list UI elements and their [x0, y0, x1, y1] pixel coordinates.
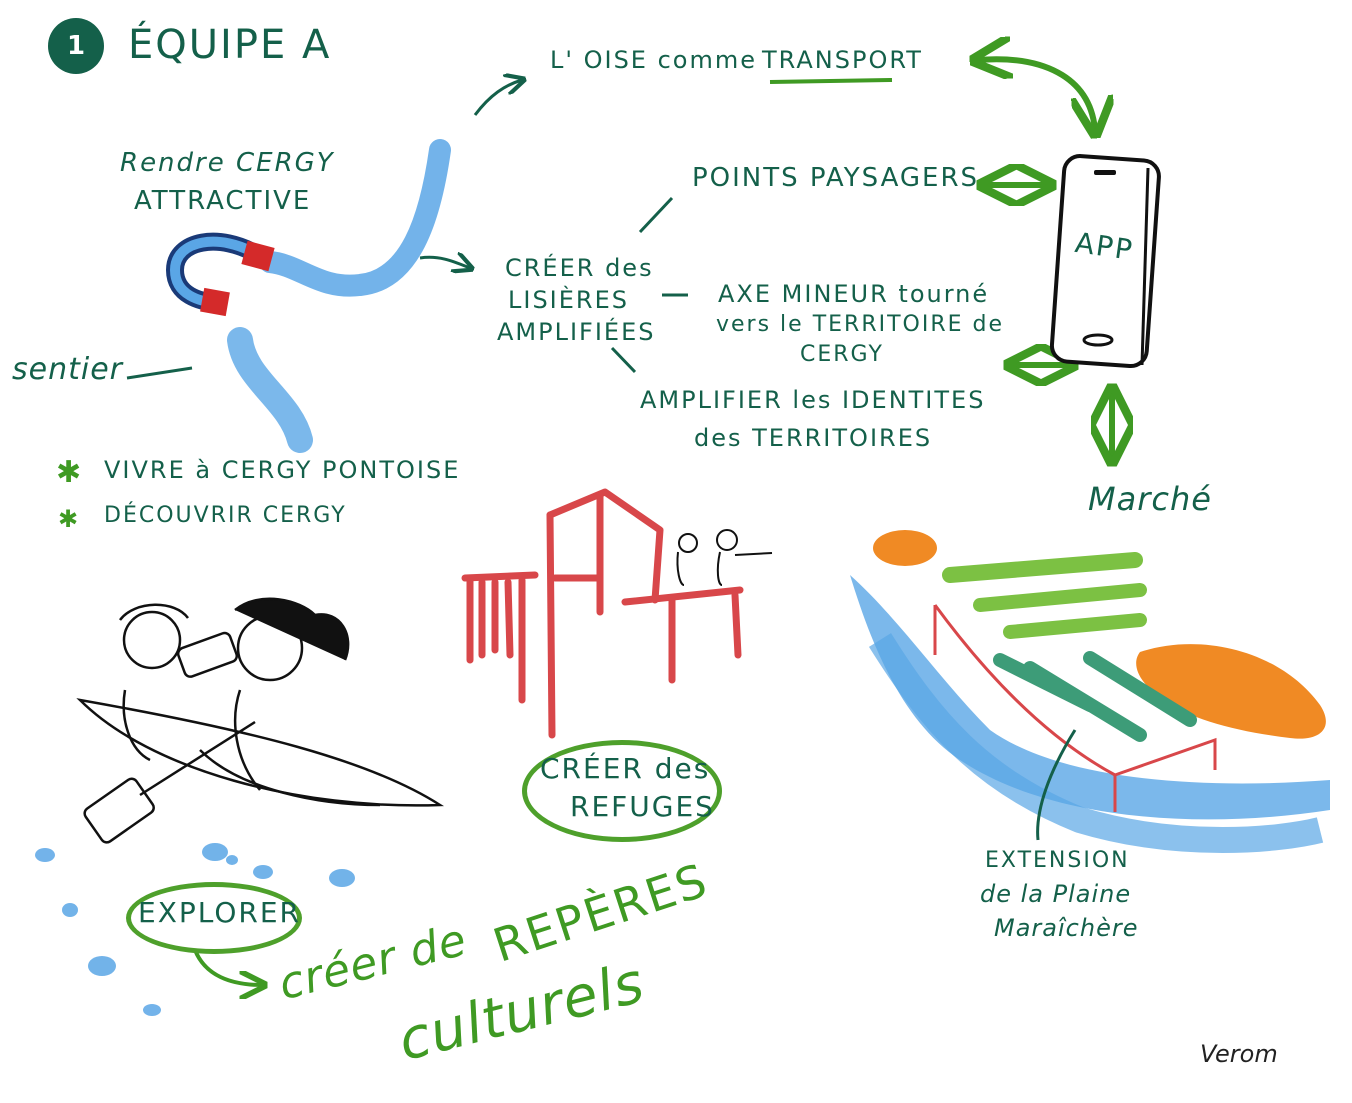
identities-line-1: AMPLIFIER les IDENTITES [640, 386, 986, 414]
plaine-line-2: de la Plaine [980, 880, 1132, 908]
refuges-line-2: REFUGES [570, 790, 715, 823]
hub-line-2: LISIÈRES [508, 286, 629, 314]
plaine-line-3: Maraîchère [994, 914, 1139, 942]
team-title: ÉQUIPE A [128, 22, 332, 68]
transport-underline [769, 78, 893, 84]
buildings-illustration [461, 488, 744, 739]
axis-line-3: CERGY [800, 342, 884, 367]
hub-line-1: CRÉER des [505, 254, 654, 282]
landscape-points-label: POINTS PAYSAGERS [692, 163, 980, 193]
arrow-to-transport [473, 80, 522, 116]
star-icon: ✱ [58, 505, 79, 533]
team-number-badge: 1 [48, 18, 104, 74]
river-path [259, 139, 451, 297]
hub-line-paysagers [638, 196, 674, 234]
market-label: Marché [1088, 480, 1212, 518]
arrow-explorer-reperes [193, 949, 262, 985]
magnet-icon [165, 232, 275, 317]
signature: Verom [1200, 1040, 1278, 1068]
refuges-line-1: CRÉER des [540, 752, 711, 785]
hub-line-3: AMPLIFIÉES [497, 318, 656, 346]
landscape-illustration [850, 530, 1330, 853]
axis-line-2: vers le TERRITOIRE de [716, 312, 1005, 337]
goal-line-2: ATTRACTIVE [134, 186, 312, 216]
path-pointer [126, 366, 193, 380]
arrow-transport-app [978, 59, 1095, 130]
transport-emph: TRANSPORT [762, 46, 923, 74]
water-dots [35, 843, 355, 1016]
list-item-1: VIVRE à CERGY PONTOISE [104, 456, 461, 484]
hub-line-identites [610, 346, 637, 374]
people-on-balcony [676, 529, 773, 586]
star-icon: ✱ [56, 455, 82, 490]
path-label: sentier [12, 352, 123, 387]
identities-line-2: des TERRITOIRES [694, 424, 933, 452]
smartphone-icon [1049, 154, 1161, 369]
goal-line-1: Rendre CERGY [120, 148, 335, 178]
list-item-2: DÉCOUVRIR CERGY [104, 503, 347, 528]
river-path-lower [227, 327, 313, 453]
explorer-bubble [126, 882, 302, 954]
axis-line-1: AXE MINEUR tourné [718, 280, 990, 308]
transport-prefix: L' OISE comme [550, 46, 757, 74]
refuges-bubble [522, 740, 722, 842]
plaine-line-1: EXTENSION [985, 848, 1130, 873]
canoe-illustration [76, 597, 445, 844]
arrow-to-hub [419, 257, 470, 268]
explorer-label: EXPLORER [138, 896, 301, 929]
